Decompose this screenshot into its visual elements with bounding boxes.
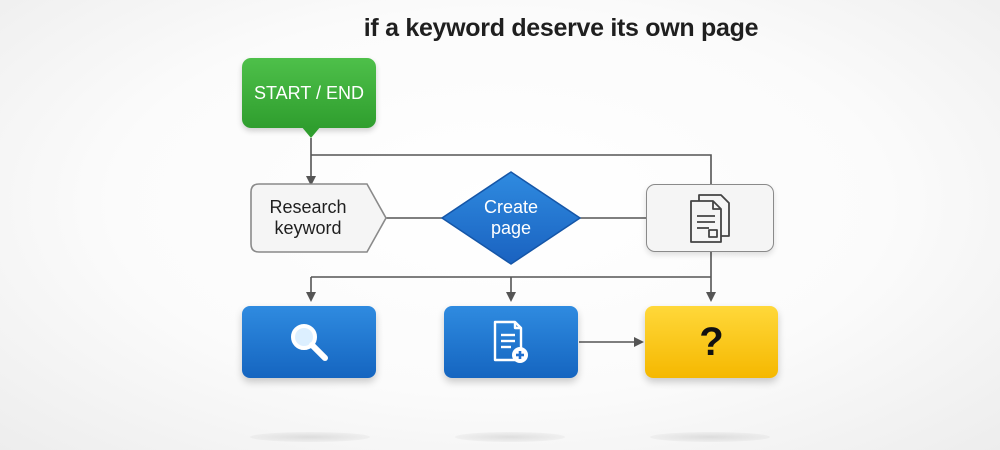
existing-page-node[interactable] [646,184,774,252]
research-keyword-line1: Research [269,197,347,217]
create-page-line2: page [490,218,532,238]
floor-shadow-left [250,432,370,442]
diagram-title: if a keyword deserve its own page [363,14,759,42]
create-page-diamond [440,171,582,265]
document-add-icon [493,320,528,363]
research-keyword-line2: keyword [274,218,342,238]
create-page-line1: Create [483,197,539,217]
floor-shadow-right [650,432,770,442]
connector-loop-top [311,154,712,184]
search-node[interactable] [242,306,376,378]
start-end-node[interactable]: START / END [242,58,376,128]
magnifier-icon [291,324,328,361]
start-end-pointer [301,126,321,138]
add-page-node[interactable] [444,306,578,378]
research-keyword-node[interactable]: Research keyword [255,190,361,246]
create-page-node[interactable]: Create page [460,190,562,246]
research-keyword-shape [250,183,387,253]
decision-node[interactable]: ? [645,306,778,378]
floor-shadow-center [455,432,565,442]
document-stack-icon [690,194,730,243]
